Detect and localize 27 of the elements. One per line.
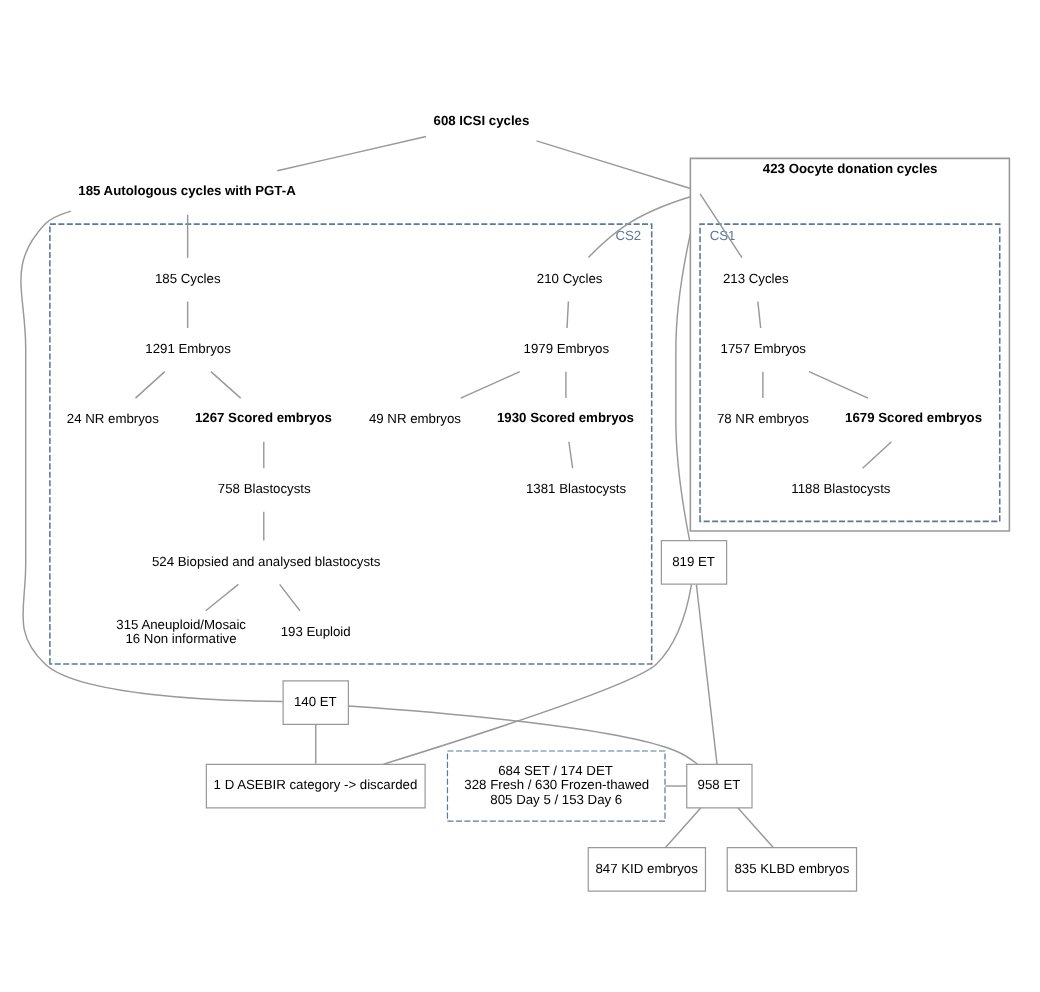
connector bbox=[535, 140, 692, 259]
connector bbox=[20, 210, 284, 703]
connector bbox=[737, 807, 774, 848]
connector bbox=[186, 214, 189, 259]
connector bbox=[278, 583, 301, 612]
connector bbox=[263, 441, 265, 469]
connector bbox=[695, 583, 718, 765]
connector bbox=[566, 300, 570, 329]
connector bbox=[664, 785, 688, 787]
connector bbox=[568, 441, 574, 469]
connector bbox=[186, 300, 189, 329]
connector bbox=[762, 370, 764, 399]
connector bbox=[757, 300, 762, 329]
connector bbox=[134, 370, 166, 399]
connector bbox=[205, 583, 240, 612]
connector bbox=[210, 370, 242, 399]
connector bbox=[675, 232, 692, 542]
connector bbox=[315, 723, 317, 765]
connector bbox=[861, 441, 893, 469]
connector bbox=[459, 370, 521, 399]
connector bbox=[699, 193, 743, 259]
connector bbox=[565, 370, 567, 399]
connector bbox=[808, 370, 869, 399]
connector bbox=[276, 135, 427, 172]
connector bbox=[347, 705, 699, 765]
connector bbox=[382, 583, 693, 765]
connector bbox=[263, 511, 265, 542]
